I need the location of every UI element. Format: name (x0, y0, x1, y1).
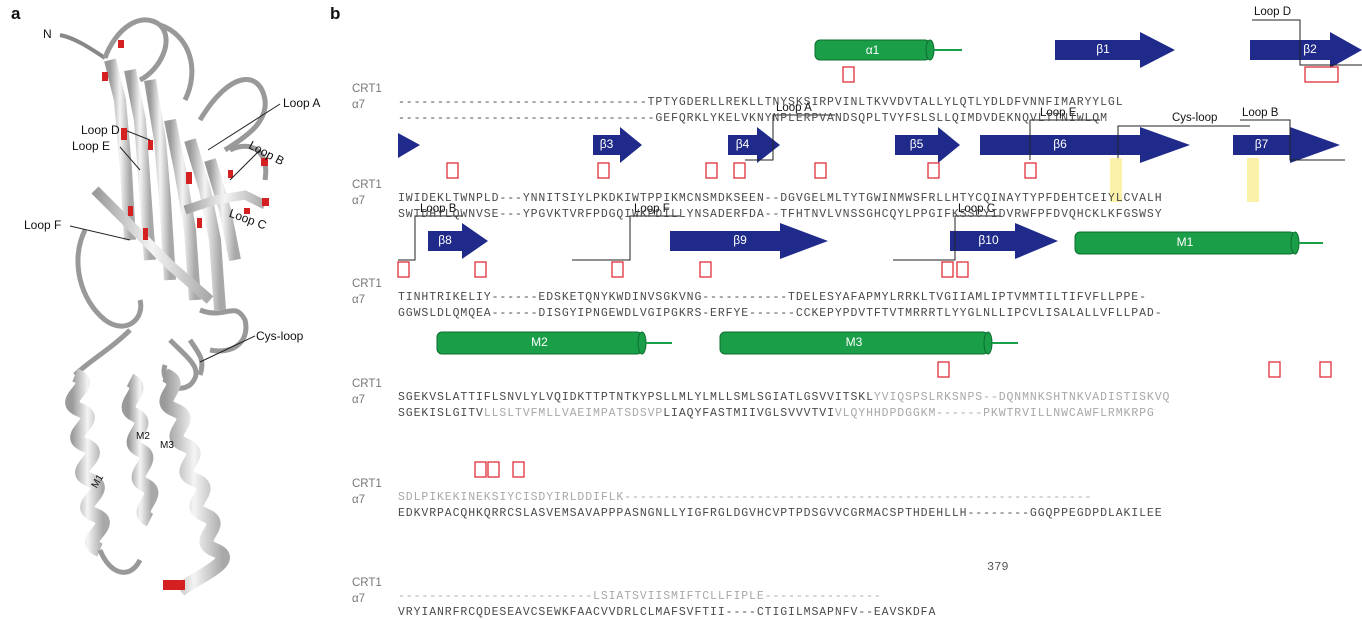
helix-m1-label: M1 (1176, 235, 1194, 249)
alignment-block-5-a7: α7 EDKVRPACQHKQRRCSLASVEMSAVAPPPASNGNLLY… (0, 479, 1162, 521)
crt1-name: CRT1 (352, 83, 382, 95)
a7-name: α7 (352, 294, 366, 306)
loop-b-alignment-label-2: Loop B (420, 203, 457, 215)
loop-f-alignment-label: Loop F (634, 203, 670, 215)
loop-e-alignment-label: Loop E (1040, 107, 1077, 119)
sequence-length-number: 379 (987, 560, 1009, 574)
a7-sequence: SWTDHYLQWNVSE---YPGVKTVRFPDGQIWKPDILLYNS… (398, 208, 1163, 221)
strand-b2-label: β2 (1303, 42, 1317, 56)
cys-loop-label: Cys-loop (256, 329, 304, 343)
strand-b5-label: β5 (909, 137, 924, 151)
protein-structure-ribbon (59, 17, 281, 596)
a7-sequence-mid: LIAQYFASTMIIVGLSVVVTVI (663, 407, 835, 420)
strand-b3-label: β3 (599, 137, 614, 151)
alignment-block-2-crt1: CRT1 IWIDEKLTWNPLD---YNNITSIYLPKDKIWTPPI… (0, 164, 1162, 206)
a7-name: α7 (352, 195, 366, 207)
a7-sequence-dark: SGEKISLGITV (398, 407, 484, 420)
a7-sequence-light-2: VLQYHHDPDGGKM------PKWTRVILLNWCAWFLRMKRP… (834, 407, 1155, 420)
cys-loop-alignment-label: Cys-loop (1172, 112, 1218, 124)
loop-d-alignment-label: Loop D (1254, 6, 1292, 18)
m2-helix-label: M2 (136, 431, 150, 442)
helix-m3-label: M3 (845, 335, 863, 349)
crt1-sequence: TINHTRIKELIY------EDSKETQNYKWDINVSGKVNG-… (398, 291, 1147, 304)
a7-name: α7 (352, 494, 366, 506)
alignment-block-4-a7: α7 SGEKISLGITVLLSLTVFMLLVAEIMPATSDSVPLIA… (0, 379, 1154, 421)
alignment-block-3-a7: α7 GGWSLDLQMQEA------DISGYIPNGEWDLVGIPGK… (0, 279, 1162, 321)
helix-a1-label: α1 (865, 43, 880, 57)
crt1-sequence: --------------------------------TPTYGDER… (398, 96, 1124, 109)
crt1-name: CRT1 (352, 179, 382, 191)
strand-b6-label: β6 (1053, 137, 1067, 151)
alignment-block-4-crt1: CRT1 SGEKVSLATTIFLSNVLYLVQIDKTTPTNTKYPSL… (0, 363, 1169, 405)
crt1-sequence: -------------------------LSIATSVIISMIFTC… (398, 590, 882, 603)
a7-sequence-light-1: LLSLTVFMLLVAEIMPATSDSVP (483, 407, 664, 420)
strand-b9-label: β9 (733, 233, 747, 247)
alignment-block-2-a7: α7 SWTDHYLQWNVSE---YPGVKTVRFPDGQIWKPDILL… (0, 180, 1162, 222)
alignment-block-6-a7: α7 VRYIANRFRCQDESEAVCSEWKFAACVVDRLCLMAFS… (0, 578, 935, 620)
crt1-sequence: SGEKVSLATTIFLSNVLYLVQIDKTTPTNTKYPSLLMLYL… (398, 391, 1170, 405)
alignment-block-3-crt1: CRT1 TINHTRIKELIY------EDSKETQNYKWDINVSG… (0, 263, 1146, 305)
crt1-name: CRT1 (352, 378, 382, 390)
strand-b7-label: β7 (1254, 137, 1269, 151)
crt1-name: CRT1 (352, 478, 382, 490)
loop-e-label: Loop E (72, 139, 111, 153)
a7-sequence: ---------------------------------GEFQRKL… (398, 112, 1108, 125)
helix-m2-label: M2 (531, 335, 548, 349)
loop-b-alignment-label: Loop B (1242, 107, 1279, 119)
crt1-sequence-light: YVIQSPSLRKSNPS--DQNMNKSHTNKVADISTISKVQ (873, 391, 1171, 404)
alignment-block-1-a7: α7 ---------------------------------GEFQ… (0, 84, 1107, 126)
a7-sequence: SGEKISLGITVLLSLTVFMLLVAEIMPATSDSVPLIAQYF… (398, 407, 1155, 421)
a7-sequence: GGWSLDLQMQEA------DISGYIPNGEWDLVGIPGKRS-… (398, 307, 1163, 320)
alignment-block-6-crt1: CRT1 -------------------------LSIATSVIIS… (0, 562, 881, 604)
alignment-block-1-crt1: CRT1 --------------------------------TPT… (0, 68, 1123, 110)
strand-b4-label: β4 (735, 137, 750, 151)
n-terminus-label: N (43, 27, 52, 41)
loop-d-label: Loop D (81, 123, 120, 137)
loop-c-alignment-label: Loop C (958, 203, 996, 215)
loop-a-alignment-label: Loop A (776, 102, 812, 114)
crt1-name: CRT1 (352, 577, 382, 589)
panel-b-letter: b (330, 4, 341, 23)
a7-name: α7 (352, 394, 366, 406)
loop-f-label: Loop F (24, 218, 62, 232)
a7-sequence: EDKVRPACQHKQRRCSLASVEMSAVAPPPASNGNLLYIGF… (398, 507, 1163, 520)
m3-helix-label: M3 (160, 440, 174, 451)
alignment-block-5-crt1: CRT1 SDLPIKEKINEKSIYCISDYIRLDDIFLK------… (0, 463, 1091, 505)
crt1-name: CRT1 (352, 278, 382, 290)
crt1-sequence-dark: SGEKVSLATTIFLSNVLYLVQIDKTTPTNTKYPSLLMLYL… (398, 391, 874, 404)
crt1-sequence: IWIDEKLTWNPLD---YNNITSIYLPKDKIWTPPIKMCNS… (398, 192, 1163, 205)
panel-a-letter: a (11, 4, 21, 23)
strand-b8-label: β8 (438, 233, 452, 247)
crt1-sequence: SDLPIKEKINEKSIYCISDYIRLDDIFLK-----------… (398, 491, 1093, 504)
strand-b1-label: β1 (1096, 42, 1110, 56)
a7-name: α7 (352, 99, 366, 111)
a7-sequence: VRYIANRFRCQDESEAVCSEWKFAACVVDRLCLMAFSVFT… (398, 606, 937, 619)
a7-name: α7 (352, 593, 366, 605)
strand-b10-label: β10 (978, 233, 999, 247)
loop-a-label: Loop A (283, 96, 321, 110)
